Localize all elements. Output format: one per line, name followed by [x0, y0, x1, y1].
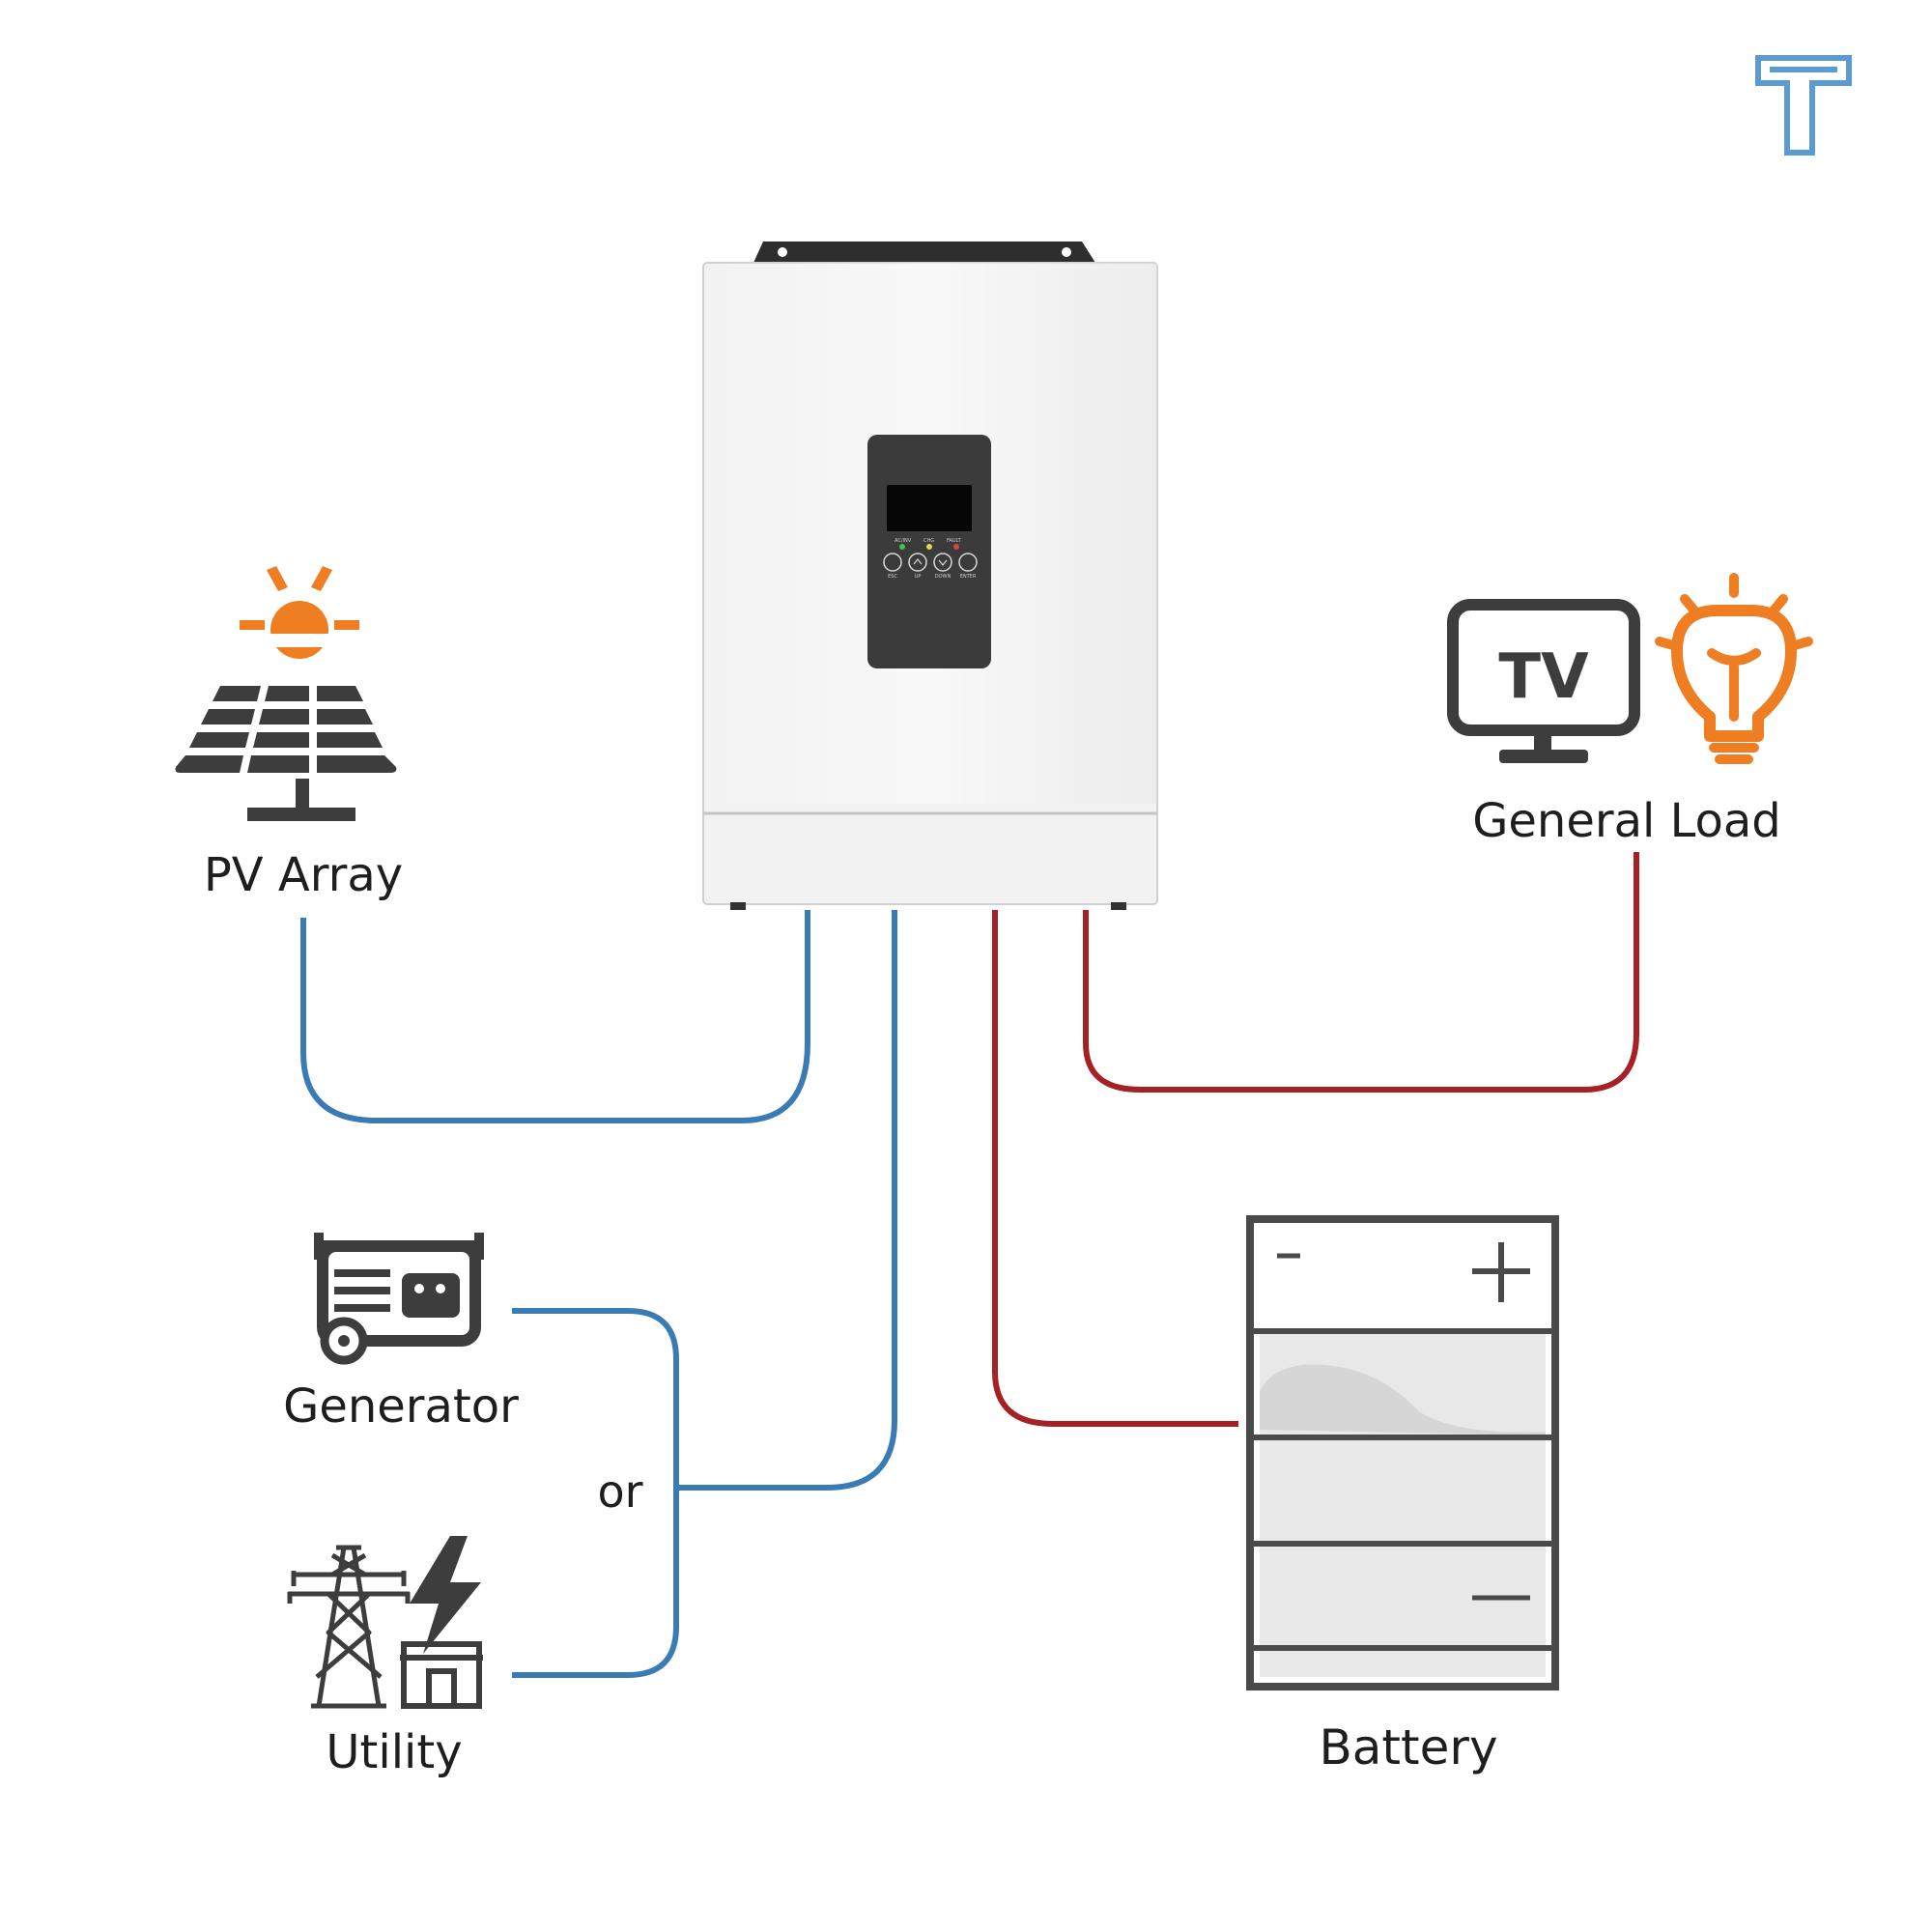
up-button[interactable]: UP [908, 553, 927, 580]
or-label: or [597, 1465, 642, 1518]
battery-icon [1246, 1215, 1559, 1690]
esc-button[interactable]: ESC [883, 553, 902, 580]
tv-icon: TV [1447, 599, 1640, 763]
pv-wire [300, 910, 810, 1123]
brand-logo [1755, 55, 1852, 156]
generator-label: Generator [283, 1379, 519, 1434]
building-icon [400, 1641, 483, 1709]
indicator-chg: CHG [923, 538, 934, 544]
fault-led [953, 544, 959, 550]
down-button[interactable]: DOWN [933, 553, 952, 580]
battery-label: Battery [1319, 1719, 1497, 1776]
down-button-label: DOWN [935, 574, 952, 580]
generator-icon [314, 1233, 484, 1365]
sun-icon [240, 566, 359, 659]
up-button-label: UP [915, 574, 922, 580]
general-load-label: General Load [1472, 794, 1781, 848]
chg-led [926, 544, 932, 550]
indicator-ac-inv: AC/INV [895, 538, 912, 544]
ac-input-wire [676, 910, 897, 1491]
battery-wire [992, 910, 1238, 1427]
load-wire [1083, 852, 1639, 1093]
inverter-unit: AC/INV CHG FAULT ESC UP DOWN ENTER [702, 242, 1158, 910]
pv-array-label: PV Array [204, 848, 403, 902]
enter-button[interactable]: ENTER [958, 553, 978, 580]
power-tower-icon [287, 1545, 411, 1709]
generator-wire [512, 1308, 679, 1678]
enter-button-label: ENTER [960, 574, 977, 580]
tv-icon-text: TV [1498, 641, 1589, 713]
lightning-bolt-icon [410, 1536, 481, 1654]
lcd-screen [887, 485, 972, 531]
ac-inv-led [899, 544, 905, 550]
esc-button-label: ESC [888, 574, 897, 580]
solar-panel-icon [175, 686, 397, 821]
utility-label: Utility [326, 1725, 462, 1779]
light-bulb-icon [1655, 573, 1813, 764]
control-panel [867, 435, 991, 668]
indicator-fault: FAULT [947, 538, 962, 544]
